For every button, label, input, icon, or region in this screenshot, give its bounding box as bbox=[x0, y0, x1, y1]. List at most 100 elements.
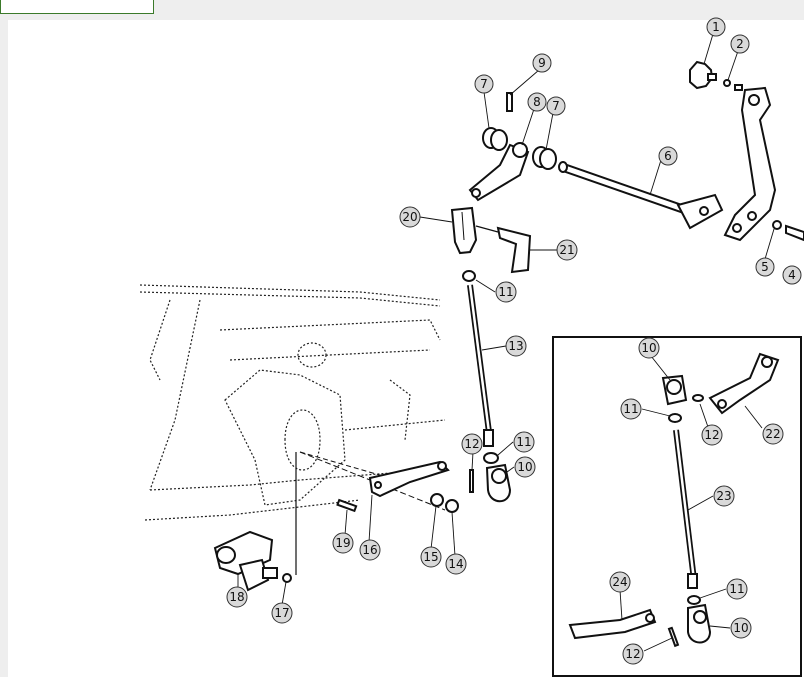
washer-5 bbox=[772, 220, 782, 230]
callout-p7a: 7 bbox=[474, 74, 494, 94]
callout-label: 11 bbox=[623, 402, 638, 416]
callout-bubble bbox=[513, 431, 535, 453]
callout-bubble bbox=[514, 456, 536, 478]
callout-label: 12 bbox=[464, 437, 479, 451]
bushings-7 bbox=[482, 127, 557, 170]
callout-bubble bbox=[609, 571, 631, 593]
machine-body-outline bbox=[139, 284, 446, 521]
nut-11-lower bbox=[483, 452, 499, 464]
bracket-8 bbox=[468, 143, 530, 202]
callout-label: 7 bbox=[552, 99, 560, 113]
leader-lines bbox=[237, 33, 775, 652]
callout-p10c: 10 bbox=[730, 617, 752, 639]
callout-label: 13 bbox=[508, 339, 523, 353]
callout-p5: 5 bbox=[755, 257, 775, 277]
pin-9 bbox=[506, 92, 513, 112]
nut-14 bbox=[445, 499, 459, 513]
callout-p1a: 1 bbox=[706, 17, 726, 37]
callout-label: 23 bbox=[716, 489, 731, 503]
callout-label: 17 bbox=[274, 606, 289, 620]
callout-p12c: 12 bbox=[622, 643, 644, 665]
callout-bubble bbox=[762, 423, 784, 445]
callout-p11d: 11 bbox=[726, 578, 748, 600]
callout-label: 11 bbox=[498, 285, 513, 299]
callout-p11c: 11 bbox=[513, 431, 535, 453]
callout-label: 6 bbox=[664, 149, 672, 163]
callout-bubble bbox=[658, 146, 678, 166]
pin-21 bbox=[496, 226, 532, 274]
callout-p14: 14 bbox=[445, 553, 467, 575]
inset-detail-box bbox=[552, 336, 802, 677]
callout-p9: 9 bbox=[532, 53, 552, 73]
callout-bubble bbox=[726, 578, 748, 600]
callout-p17: 17 bbox=[271, 602, 293, 624]
callout-label: 21 bbox=[559, 243, 574, 257]
callout-p10b: 10 bbox=[514, 456, 536, 478]
callout-label: 20 bbox=[402, 210, 417, 224]
callout-p8: 8 bbox=[527, 92, 547, 112]
shaft-6 bbox=[558, 161, 702, 220]
callout-p20: 20 bbox=[399, 206, 421, 228]
callout-label: 8 bbox=[533, 95, 541, 109]
callout-label: 19 bbox=[335, 536, 350, 550]
clip-12-lower bbox=[469, 469, 474, 493]
callout-p10a: 10 bbox=[638, 337, 660, 359]
callout-label: 11 bbox=[729, 582, 744, 596]
callout-p16: 16 bbox=[359, 539, 381, 561]
callout-bubble bbox=[730, 34, 750, 54]
active-tab[interactable] bbox=[0, 0, 154, 14]
callout-label: 12 bbox=[625, 647, 640, 661]
callout-p4: 4 bbox=[782, 265, 802, 285]
link-16 bbox=[368, 460, 450, 498]
callout-label: 18 bbox=[229, 590, 244, 604]
callout-bubble bbox=[622, 643, 644, 665]
callout-label: 2 bbox=[736, 37, 744, 51]
callout-bubble bbox=[271, 602, 293, 624]
callout-bubble bbox=[638, 337, 660, 359]
knob-1 bbox=[689, 60, 717, 90]
callout-label: 22 bbox=[765, 427, 780, 441]
lever-22 bbox=[708, 352, 780, 415]
callout-bubble bbox=[556, 239, 578, 261]
callout-bubble bbox=[445, 553, 467, 575]
callout-label: 5 bbox=[761, 260, 769, 274]
callout-bubble bbox=[495, 281, 517, 303]
callout-p24: 24 bbox=[609, 571, 631, 593]
callout-label: 16 bbox=[362, 543, 377, 557]
callout-bubble bbox=[332, 532, 354, 554]
rod-13-thread bbox=[483, 429, 494, 447]
callout-p2: 2 bbox=[730, 34, 750, 54]
callout-label: 11 bbox=[516, 435, 531, 449]
washer-15 bbox=[430, 493, 444, 507]
callout-p12a: 12 bbox=[701, 424, 723, 446]
callout-p11b: 11 bbox=[620, 398, 642, 420]
callout-label: 14 bbox=[448, 557, 463, 571]
callout-bubble bbox=[505, 335, 527, 357]
callout-bubble bbox=[461, 433, 483, 455]
callout-bubble bbox=[730, 617, 752, 639]
callout-bubble bbox=[701, 424, 723, 446]
callout-bubble bbox=[706, 17, 726, 37]
callout-p19: 19 bbox=[332, 532, 354, 554]
crank-18 bbox=[213, 530, 292, 592]
bracket-24 bbox=[568, 608, 657, 640]
callout-p22: 22 bbox=[762, 423, 784, 445]
dashed-guide-lines bbox=[295, 451, 446, 575]
callout-p18: 18 bbox=[226, 586, 248, 608]
callout-bubble bbox=[532, 53, 552, 73]
pin-19 bbox=[336, 498, 358, 513]
callout-bubble bbox=[420, 546, 442, 568]
callout-label: 15 bbox=[423, 550, 438, 564]
washer-2 bbox=[723, 79, 731, 87]
inset-assembly bbox=[568, 352, 780, 648]
callout-bubble bbox=[782, 265, 802, 285]
callout-bubble bbox=[546, 96, 566, 116]
callout-bubble bbox=[755, 257, 775, 277]
callout-bubble bbox=[226, 586, 248, 608]
callout-bubble bbox=[359, 539, 381, 561]
left-margin-strip bbox=[0, 20, 8, 677]
callout-p15: 15 bbox=[420, 546, 442, 568]
callout-label: 7 bbox=[480, 77, 488, 91]
